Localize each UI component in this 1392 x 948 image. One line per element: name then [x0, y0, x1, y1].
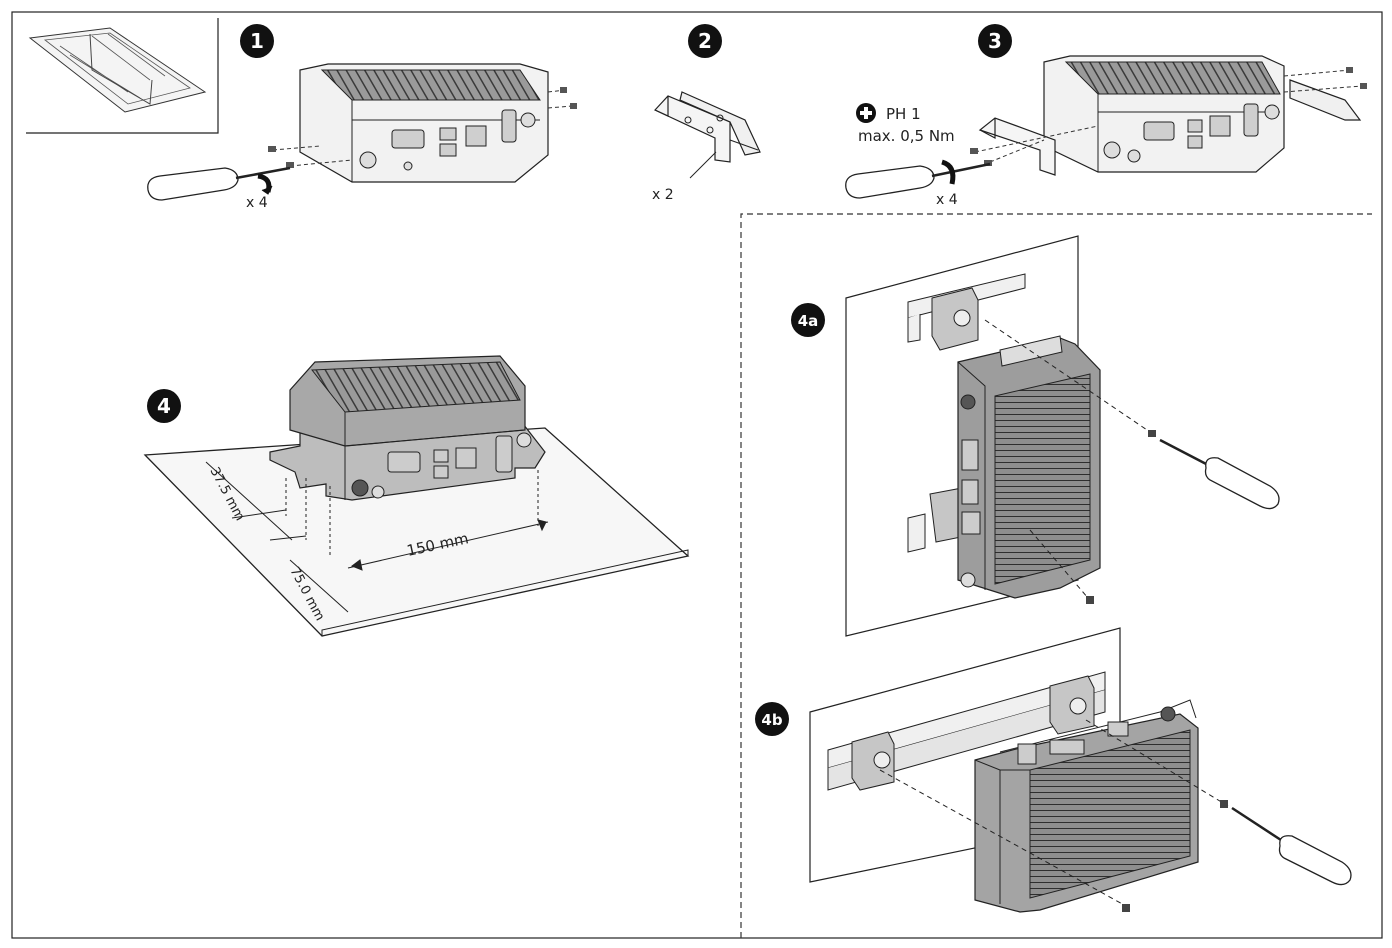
step3-torque-label: max. 0,5 Nm — [858, 127, 955, 145]
screw-icon — [1086, 430, 1156, 604]
device-step4b — [974, 699, 1199, 913]
step-badge-1: 1 — [240, 24, 274, 58]
din-rail-icon — [827, 671, 1106, 791]
step-badge-label: 2 — [698, 29, 712, 53]
step-badge-4: 4 — [147, 389, 181, 423]
step2-illustration — [653, 91, 761, 179]
page-frame — [11, 11, 1383, 939]
mounting-bracket-icon — [653, 91, 761, 163]
section-divider — [740, 213, 1372, 938]
step1-illustration — [147, 63, 577, 201]
screwdriver-icon — [147, 166, 291, 201]
step3-illustration — [845, 55, 1367, 199]
step4a-illustration — [845, 235, 1280, 637]
step-badge-label: 4b — [761, 711, 782, 729]
device-step4 — [269, 355, 546, 501]
screwdriver-icon — [845, 162, 991, 199]
step2-count-label: x 2 — [652, 187, 674, 203]
screwdriver-icon — [1231, 806, 1352, 886]
step-badge-4a: 4a — [791, 303, 825, 337]
screwdriver-icon — [1159, 438, 1280, 510]
packaging-thumbnail — [26, 18, 219, 134]
step4b-illustration — [809, 627, 1352, 913]
phillips-plus-icon — [856, 103, 876, 123]
step3-count-label: x 4 — [936, 192, 958, 208]
screw-icon — [970, 67, 1367, 166]
step-badge-4b: 4b — [755, 702, 789, 736]
device-step4a — [957, 335, 1101, 599]
step-badge-label: 4 — [157, 394, 171, 418]
device-step3 — [1043, 55, 1285, 173]
screw-icon — [1122, 800, 1228, 912]
step1-count-label: x 4 — [246, 195, 268, 211]
step4-illustration — [143, 355, 690, 637]
device-step1 — [299, 63, 549, 183]
step3-screwdriver-label: PH 1 — [886, 105, 921, 123]
step-badge-3: 3 — [978, 24, 1012, 58]
screw-icon — [268, 87, 577, 168]
dimension-lines — [205, 461, 549, 613]
rotation-arrow-icon — [941, 159, 956, 185]
din-clip-icon — [929, 287, 979, 543]
step-badge-2: 2 — [688, 24, 722, 58]
step-badge-label: 4a — [798, 312, 819, 330]
din-clip-icon — [851, 675, 1095, 791]
step-badge-label: 1 — [250, 29, 264, 53]
step-badge-label: 3 — [988, 29, 1002, 53]
